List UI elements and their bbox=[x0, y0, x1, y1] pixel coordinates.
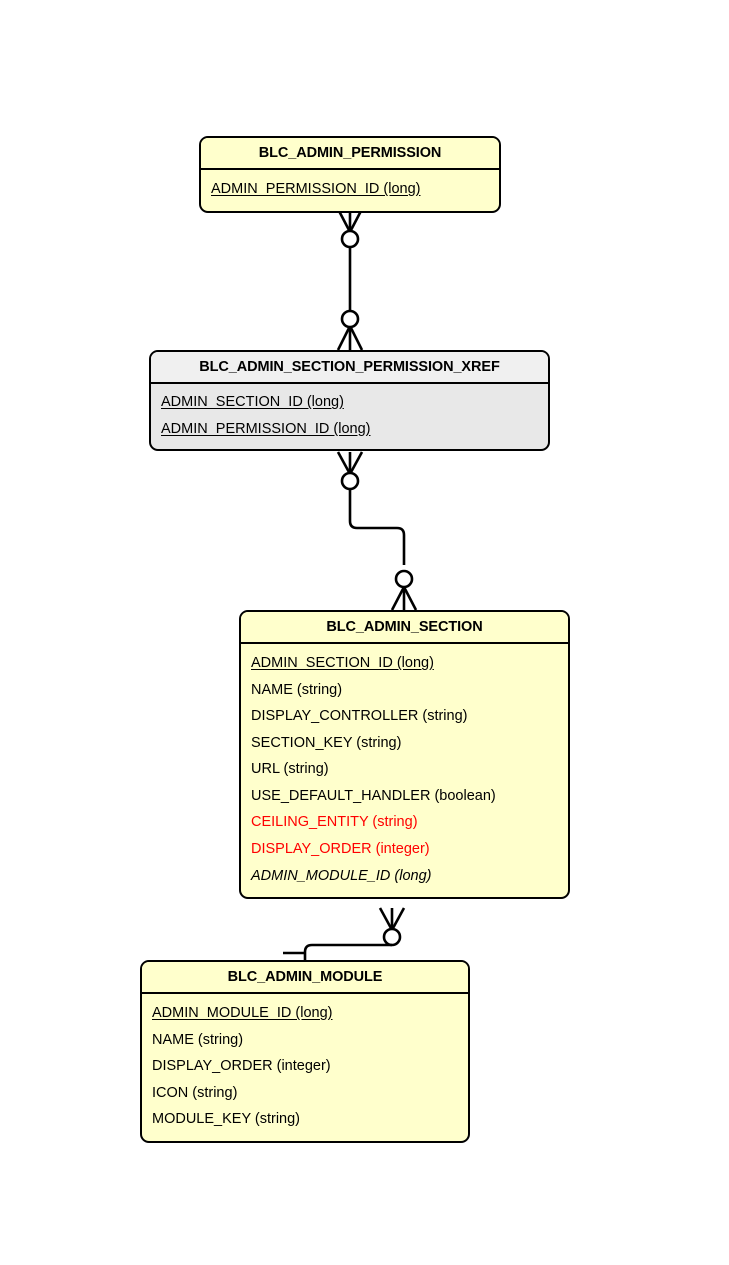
entity-title: BLC_ADMIN_PERMISSION bbox=[201, 138, 499, 170]
entity-fields: ADMIN_SECTION_ID (long) NAME (string) DI… bbox=[241, 644, 568, 897]
entity-title: BLC_ADMIN_SECTION_PERMISSION_XREF bbox=[151, 352, 548, 384]
field-admin-section-id: ADMIN_SECTION_ID (long) bbox=[251, 655, 434, 671]
field-admin-section-id: ADMIN_SECTION_ID (long) bbox=[161, 394, 344, 410]
entity-blc-admin-section-permission-xref[interactable]: BLC_ADMIN_SECTION_PERMISSION_XREF ADMIN_… bbox=[149, 350, 550, 452]
entity-blc-admin-section[interactable]: BLC_ADMIN_SECTION ADMIN_SECTION_ID (long… bbox=[239, 610, 570, 900]
field-admin-module-id: ADMIN_MODULE_ID (long) bbox=[152, 1005, 333, 1021]
entity-blc-admin-permission[interactable]: BLC_ADMIN_PERMISSION ADMIN_PERMISSION_ID… bbox=[199, 136, 501, 213]
entity-fields: ADMIN_SECTION_ID (long) ADMIN_PERMISSION… bbox=[151, 384, 548, 449]
relationship-permission-xref bbox=[336, 208, 364, 351]
field-admin-module-id: ADMIN_MODULE_ID (long) bbox=[251, 867, 432, 884]
field-admin-permission-id: ADMIN_PERMISSION_ID (long) bbox=[211, 181, 421, 197]
relationship-section-module bbox=[283, 907, 406, 960]
field-admin-permission-id: ADMIN_PERMISSION_ID (long) bbox=[161, 420, 371, 437]
field-display-controller: DISPLAY_CONTROLLER (string) bbox=[251, 708, 468, 725]
field-display-order: DISPLAY_ORDER (integer) bbox=[152, 1058, 331, 1075]
field-ceiling-entity: CEILING_ENTITY (string) bbox=[251, 814, 418, 831]
field-url: URL (string) bbox=[251, 761, 329, 778]
field-module-key: MODULE_KEY (string) bbox=[152, 1111, 300, 1128]
entity-fields: ADMIN_MODULE_ID (long) NAME (string) DIS… bbox=[142, 994, 468, 1141]
entity-fields: ADMIN_PERMISSION_ID (long) bbox=[201, 170, 499, 211]
field-display-order: DISPLAY_ORDER (integer) bbox=[251, 841, 430, 858]
field-icon: ICON (string) bbox=[152, 1084, 238, 1101]
field-name: NAME (string) bbox=[152, 1031, 244, 1048]
field-name: NAME (string) bbox=[251, 681, 343, 698]
field-use-default-handler: USE_DEFAULT_HANDLER (boolean) bbox=[251, 787, 496, 804]
field-section-key: SECTION_KEY (string) bbox=[251, 734, 402, 751]
entity-blc-admin-module[interactable]: BLC_ADMIN_MODULE ADMIN_MODULE_ID (long) … bbox=[140, 960, 470, 1143]
entity-title: BLC_ADMIN_SECTION bbox=[241, 612, 568, 644]
entity-title: BLC_ADMIN_MODULE bbox=[142, 962, 468, 994]
relationship-xref-section bbox=[336, 451, 418, 611]
